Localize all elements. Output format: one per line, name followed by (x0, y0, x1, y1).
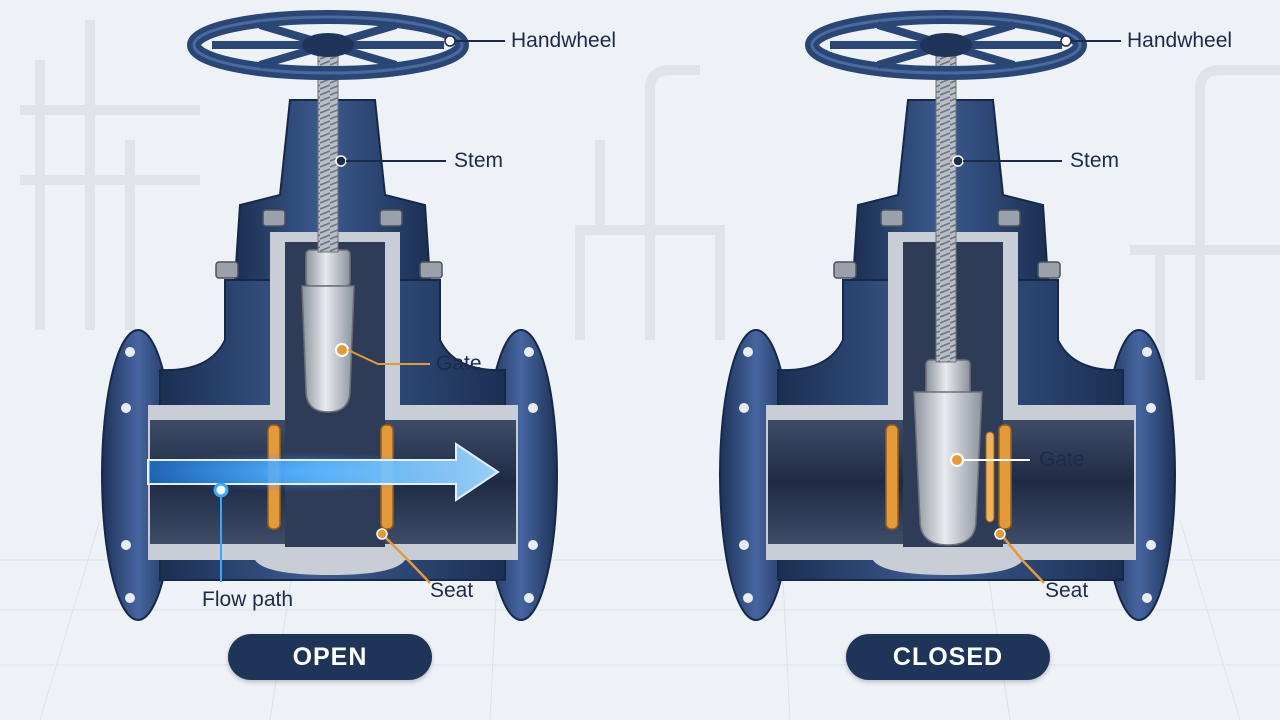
callout-seat: Seat (994, 528, 1088, 602)
callout-stem: Stem (952, 149, 1119, 172)
state-badge-open: OPEN (228, 634, 432, 680)
callout-stem-label: Stem (454, 149, 503, 172)
background-pipework (20, 20, 1280, 380)
gate-disc (913, 359, 983, 546)
stem (317, 49, 339, 253)
callout-seat-label: Seat (430, 579, 473, 602)
callout-seat-label: Seat (1045, 579, 1088, 602)
callout-flow-path: Flow path (202, 482, 293, 611)
stem (935, 49, 957, 363)
callout-gate-label: Gate (1039, 448, 1085, 471)
callout-handwheel-label: Handwheel (511, 29, 616, 52)
callout-seat: Seat (376, 528, 473, 602)
callouts-closed: Handwheel Stem Gate Seat (950, 29, 1232, 602)
callout-gate: Gate (950, 448, 1085, 471)
callout-stem-label: Stem (1070, 149, 1119, 172)
callout-stem: Stem (335, 149, 503, 172)
callout-handwheel-label: Handwheel (1127, 29, 1232, 52)
valve-open (101, 10, 558, 621)
callouts-open: Handwheel Stem Gate Seat Flow path (202, 29, 616, 611)
valve-seats (885, 424, 1012, 530)
valve-closed (719, 10, 1176, 621)
bonnet-bolts (215, 209, 443, 279)
callout-handwheel: Handwheel (1071, 29, 1232, 52)
handwheel-icon (187, 10, 469, 80)
handwheel-icon (805, 10, 1087, 80)
callout-gate: Gate (335, 343, 482, 375)
callout-gate-label: Gate (436, 352, 482, 375)
state-badge-closed: CLOSED (846, 634, 1050, 680)
flow-arrow-icon (140, 442, 500, 502)
callout-handwheel: Handwheel (455, 29, 616, 52)
gate-disc (301, 249, 355, 413)
callout-flow-label: Flow path (202, 588, 293, 611)
bonnet-bolts (833, 209, 1061, 279)
